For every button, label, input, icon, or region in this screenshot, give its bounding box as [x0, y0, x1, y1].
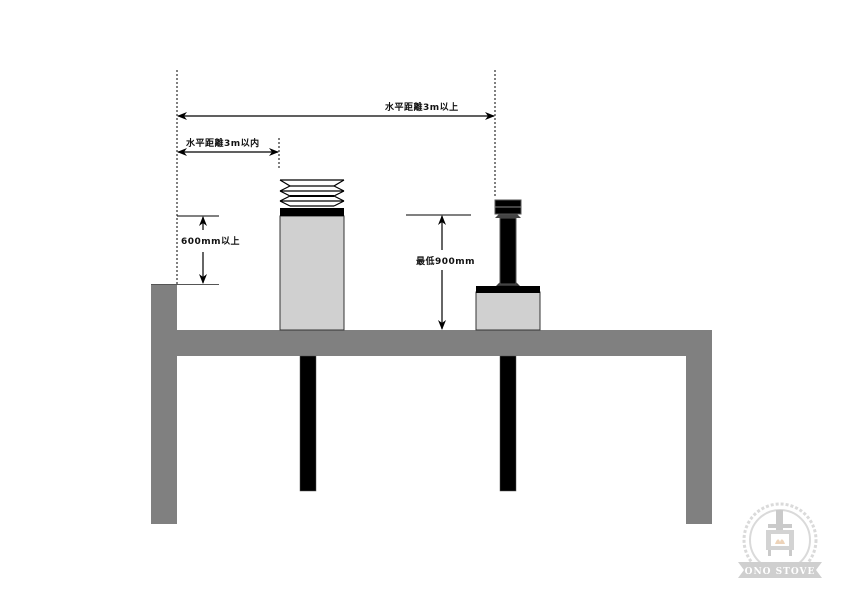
label-horizontal-within-3m: 水平距離3m以内: [186, 137, 260, 149]
right-wall: [686, 330, 712, 524]
chimney-far-band: [476, 286, 540, 293]
chimney-far: [475, 199, 541, 331]
label-horizontal-over-3m: 水平距離3m以上: [385, 101, 459, 113]
louver-icon: [279, 179, 345, 207]
chimney-far-pipe: [499, 217, 517, 285]
chimney-far-cap-flare: [495, 214, 521, 218]
label-height-600: 600mm以上: [181, 235, 240, 247]
chimney-near: [279, 179, 345, 331]
label-height-900: 最低900mm: [416, 255, 475, 267]
roof-slab: [151, 330, 712, 356]
stove-icon: [766, 510, 794, 556]
logo-text: ONO STOVE: [745, 567, 816, 577]
chimney-far-base: [475, 291, 541, 331]
ono-stove-logo: ONO STOVE: [738, 502, 822, 578]
chimney-near-band: [280, 208, 344, 216]
flue-pipe-right: [499, 355, 517, 492]
left-parapet-wall: [151, 284, 177, 524]
flue-pipe-left: [299, 355, 317, 492]
logo-ribbon: [738, 562, 822, 578]
chimney-near-body: [279, 215, 345, 331]
building-structure: [151, 284, 712, 524]
